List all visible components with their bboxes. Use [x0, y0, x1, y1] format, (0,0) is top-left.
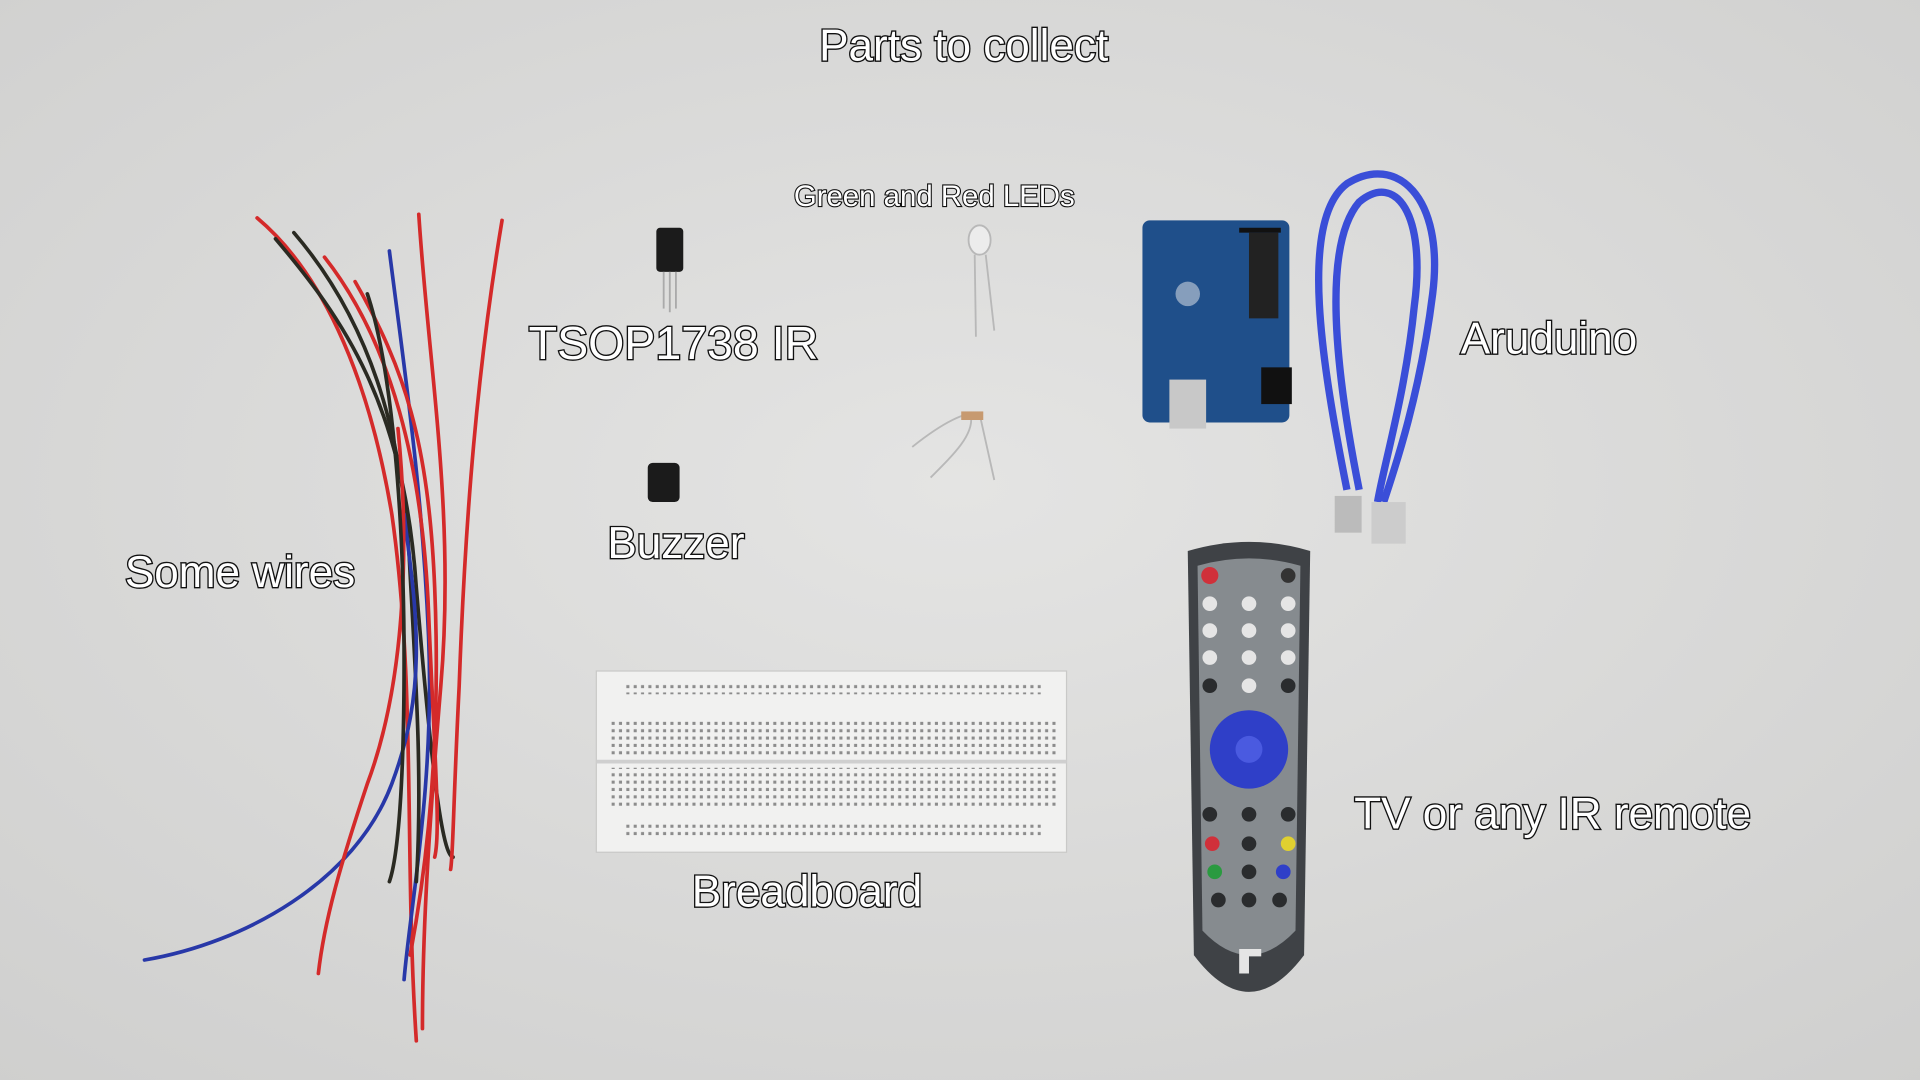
breadboard-label: Breadboard [692, 868, 922, 917]
usb-cable [1314, 170, 1439, 544]
leds-label: Green and Red LEDs [794, 180, 1075, 213]
leds [911, 224, 996, 481]
wires-bundle [142, 212, 504, 1043]
ir-remote [1187, 541, 1311, 992]
ir-sensor-label: TSOP1738 IR [529, 317, 819, 369]
buzzer-label: Buzzer [607, 519, 744, 568]
title-label: Parts to collect [819, 22, 1108, 71]
ir-sensor [656, 227, 684, 313]
arduino-label: Aruduino [1461, 314, 1637, 363]
arduino-board [1142, 220, 1292, 429]
buzzer [647, 462, 680, 503]
remote-label: TV or any IR remote [1354, 789, 1751, 838]
wires-label: Some wires [125, 548, 355, 597]
breadboard [595, 670, 1068, 853]
